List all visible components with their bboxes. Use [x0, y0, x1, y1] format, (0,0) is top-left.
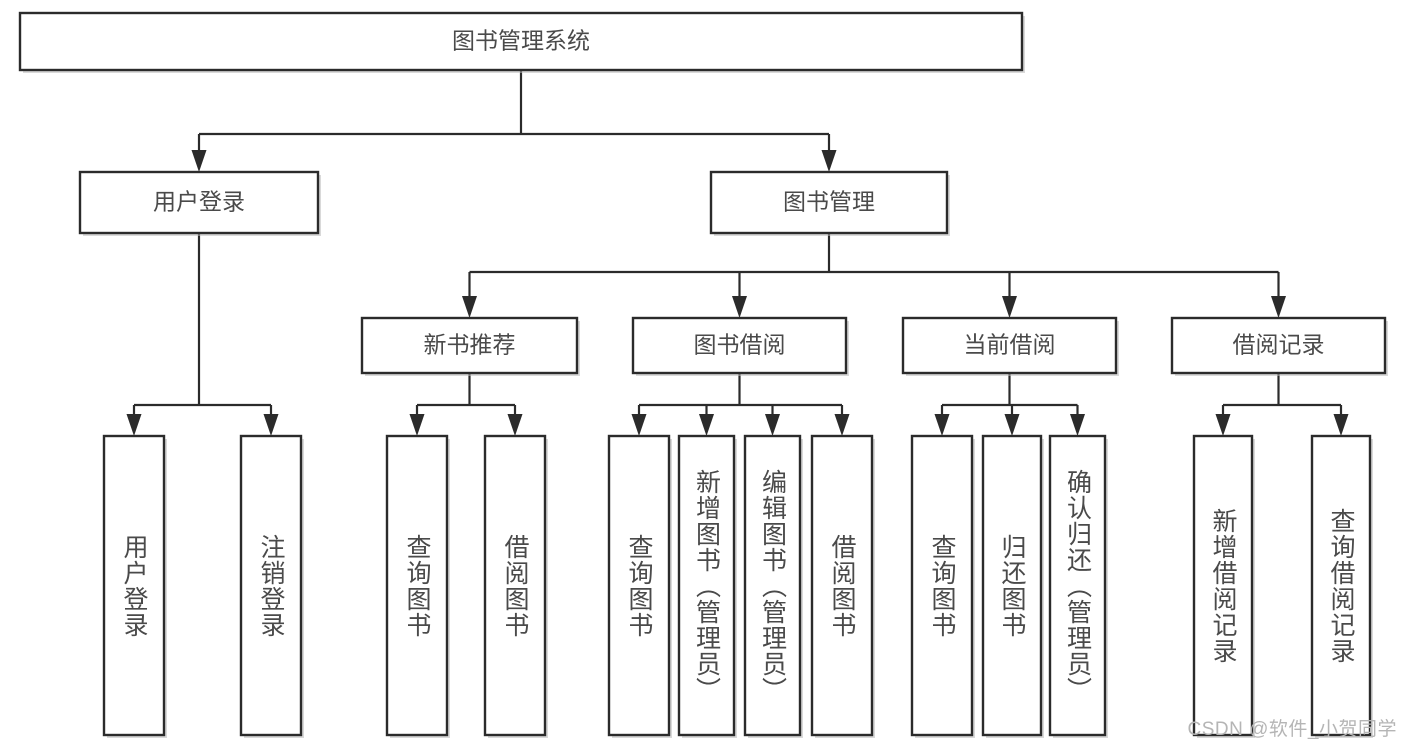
- edge-group-book-borrow: [631, 373, 850, 436]
- arrow-head-icon: [1271, 296, 1286, 318]
- node-leaf-return-book[interactable]: [981, 434, 1044, 738]
- node-leaf-query-book-borrow[interactable]: [607, 434, 672, 738]
- node-label-new-book-recommend: 新书推荐: [424, 332, 516, 358]
- arrow-head-icon: [409, 414, 425, 436]
- node-box-leaf-query-borrow-record[interactable]: [1310, 434, 1372, 737]
- node-box-book-borrow[interactable]: [631, 316, 848, 375]
- edge-group-new-book-recommend: [409, 373, 523, 436]
- node-leaf-query-borrow-record[interactable]: [1310, 434, 1373, 738]
- node-user-login[interactable]: 用户登录: [78, 170, 321, 236]
- node-book-manage[interactable]: 图书管理: [709, 170, 950, 236]
- arrow-head-icon: [765, 414, 780, 436]
- arrow-head-icon: [732, 296, 747, 318]
- node-leaf-edit-book-admin[interactable]: [743, 434, 803, 738]
- node-box-leaf-borrow-book-borrow[interactable]: [810, 434, 874, 737]
- node-leaf-add-borrow-record[interactable]: [1192, 434, 1255, 738]
- node-box-current-borrow[interactable]: [901, 316, 1118, 375]
- node-box-leaf-edit-book-admin[interactable]: [743, 434, 802, 737]
- arrow-head-icon: [1002, 296, 1017, 318]
- node-box-book-manage[interactable]: [709, 170, 949, 235]
- node-box-leaf-borrow-book-recommend[interactable]: [483, 434, 547, 737]
- edge-group-user-login: [126, 233, 279, 436]
- arrow-head-icon: [126, 414, 142, 436]
- node-box-root[interactable]: [18, 11, 1024, 72]
- edge-group-borrow-record: [1215, 373, 1349, 436]
- edge-layer: [126, 70, 1349, 436]
- node-label-borrow-record: 借阅记录: [1233, 332, 1325, 358]
- node-book-borrow[interactable]: 图书借阅: [631, 316, 849, 376]
- arrow-head-icon: [1215, 414, 1231, 436]
- arrow-head-icon: [191, 150, 207, 172]
- node-box-leaf-confirm-return-admin[interactable]: [1048, 434, 1107, 737]
- arrow-head-icon: [934, 414, 950, 436]
- arrow-head-icon: [834, 414, 850, 436]
- arrow-head-icon: [631, 414, 647, 436]
- node-box-leaf-query-book-current[interactable]: [910, 434, 974, 737]
- node-leaf-query-book-recommend[interactable]: [385, 434, 450, 738]
- node-label-book-borrow: 图书借阅: [694, 332, 786, 358]
- node-box-leaf-return-book[interactable]: [981, 434, 1043, 737]
- node-root[interactable]: 图书管理系统: [18, 11, 1025, 73]
- watermark: CSDN @软件_小贺同学: [1187, 719, 1397, 740]
- arrow-head-icon: [1004, 414, 1020, 436]
- node-new-book-recommend[interactable]: 新书推荐: [360, 316, 580, 376]
- node-box-leaf-add-borrow-record[interactable]: [1192, 434, 1254, 737]
- arrow-head-icon: [1070, 414, 1085, 436]
- arrow-head-icon: [462, 296, 477, 318]
- node-label-book-manage: 图书管理: [783, 189, 875, 215]
- arrow-head-icon: [263, 414, 279, 436]
- node-leaf-confirm-return-admin[interactable]: [1048, 434, 1108, 738]
- arrow-head-icon: [699, 414, 714, 436]
- node-label-user-login: 用户登录: [153, 189, 245, 215]
- node-label-current-borrow: 当前借阅: [964, 332, 1056, 358]
- node-box-leaf-add-book-admin[interactable]: [677, 434, 736, 737]
- node-box-leaf-user-login[interactable]: [102, 434, 166, 737]
- node-leaf-query-book-current[interactable]: [910, 434, 975, 738]
- node-borrow-record[interactable]: 借阅记录: [1170, 316, 1388, 376]
- edge-group-root: [191, 70, 837, 172]
- node-box-leaf-logout-login[interactable]: [239, 434, 303, 737]
- arrow-head-icon: [1333, 414, 1349, 436]
- node-leaf-add-book-admin[interactable]: [677, 434, 737, 738]
- arrow-head-icon: [507, 414, 523, 436]
- edge-group-current-borrow: [934, 373, 1085, 436]
- node-box-leaf-query-book-borrow[interactable]: [607, 434, 671, 737]
- edge-group-book-manage: [462, 233, 1286, 318]
- node-box-leaf-query-book-recommend[interactable]: [385, 434, 449, 737]
- node-box-user-login[interactable]: [78, 170, 320, 235]
- arrow-head-icon: [821, 150, 837, 172]
- node-leaf-logout-login[interactable]: [239, 434, 304, 738]
- node-leaf-borrow-book-borrow[interactable]: [810, 434, 875, 738]
- node-box-borrow-record[interactable]: [1170, 316, 1387, 375]
- node-box-new-book-recommend[interactable]: [360, 316, 579, 375]
- node-label-root: 图书管理系统: [452, 28, 590, 54]
- node-leaf-user-login[interactable]: [102, 434, 167, 738]
- node-current-borrow[interactable]: 当前借阅: [901, 316, 1119, 376]
- node-leaf-borrow-book-recommend[interactable]: [483, 434, 548, 738]
